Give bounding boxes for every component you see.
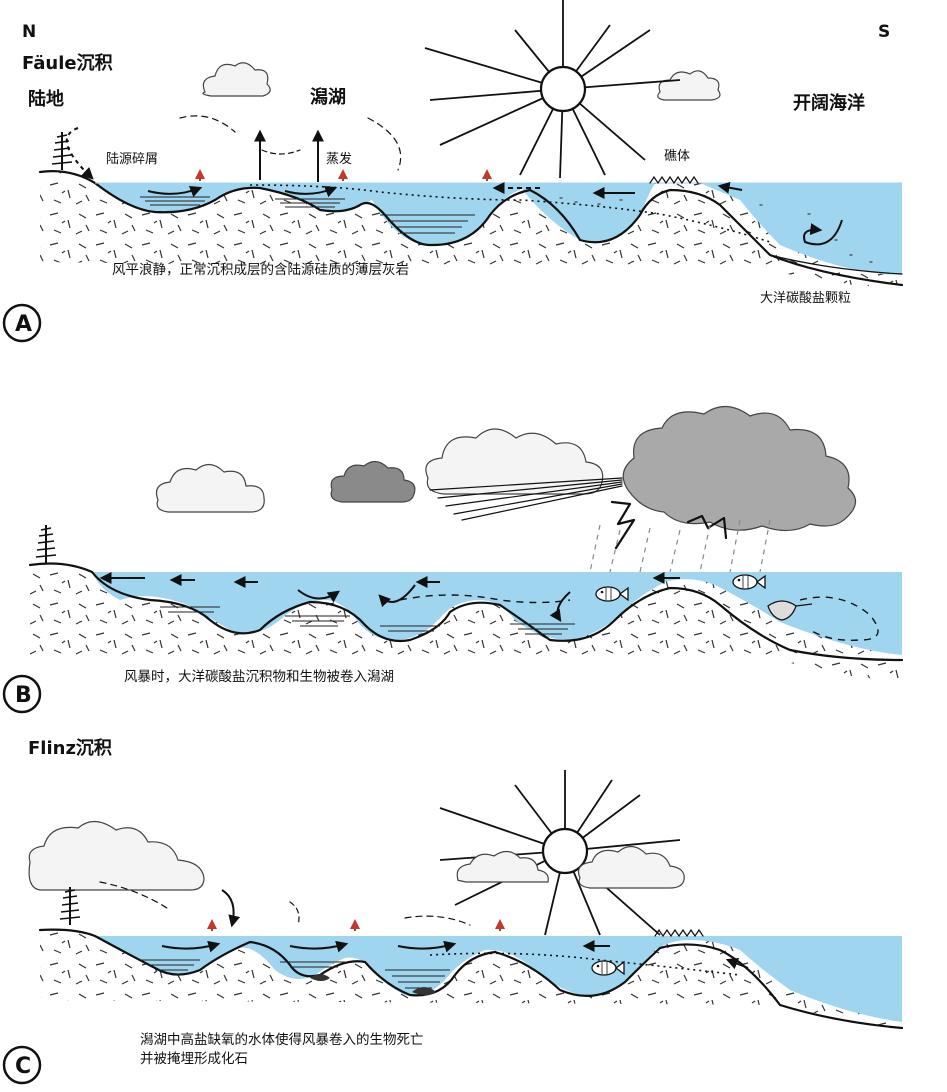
- sun-c: [439, 770, 681, 936]
- label-lagoon: 潟湖: [310, 87, 346, 108]
- panel-c-marker: C: [2, 1045, 42, 1085]
- panel-a: Fäule沉积 陆地 潟湖 开阔海洋: [2, 0, 904, 343]
- cloud-b2-dark: [330, 460, 416, 503]
- sun-a: [424, 0, 681, 179]
- cloud-a2: [657, 70, 721, 101]
- label-open-ocean: 开阔海洋: [793, 92, 865, 114]
- caption-c-line2: 并被掩埋形成化石: [140, 1051, 248, 1067]
- trilobite-b: [767, 600, 813, 621]
- panel-b: 风暴时，大洋碳酸盐沉积物和生物被卷入潟湖 B: [2, 405, 904, 714]
- tree-b: [35, 524, 57, 564]
- compass-north: N: [22, 22, 36, 42]
- cloud-a1: [202, 62, 271, 97]
- cloud-c3: [577, 845, 685, 889]
- cloud-b1: [155, 463, 265, 513]
- svg-text:A: A: [15, 312, 32, 337]
- storm-cloud: [622, 405, 857, 532]
- cloud-c2: [456, 850, 549, 883]
- caption-c-line1: 潟湖中高盐缺氧的水体使得风暴卷入的生物死亡: [140, 1031, 424, 1048]
- caption-a: 风平浪静，正常沉积成层的含陆源硅质的薄层灰岩: [112, 262, 409, 278]
- panel-a-title: Fäule沉积: [22, 53, 113, 74]
- label-detritus: 陆源碎屑: [106, 151, 158, 167]
- label-land: 陆地: [28, 88, 64, 110]
- label-reef: 礁体: [664, 148, 690, 164]
- cloud-b3: [425, 428, 604, 495]
- cloud-c1: [28, 820, 205, 891]
- label-ocean-grains: 大洋碳酸盐颗粒: [760, 291, 851, 306]
- tree-a: [51, 131, 73, 171]
- tree-c: [59, 886, 81, 926]
- svg-text:C: C: [15, 1054, 31, 1079]
- panel-c: Flinz沉积: [2, 738, 904, 1085]
- label-evaporation: 蒸发: [326, 151, 352, 167]
- caption-b: 风暴时，大洋碳酸盐沉积物和生物被卷入潟湖: [124, 669, 394, 685]
- compass-south: S: [878, 22, 890, 42]
- svg-text:B: B: [15, 683, 32, 708]
- panel-a-marker: A: [2, 303, 42, 343]
- panel-b-marker: B: [2, 674, 42, 714]
- panel-c-title: Flinz沉积: [28, 738, 112, 759]
